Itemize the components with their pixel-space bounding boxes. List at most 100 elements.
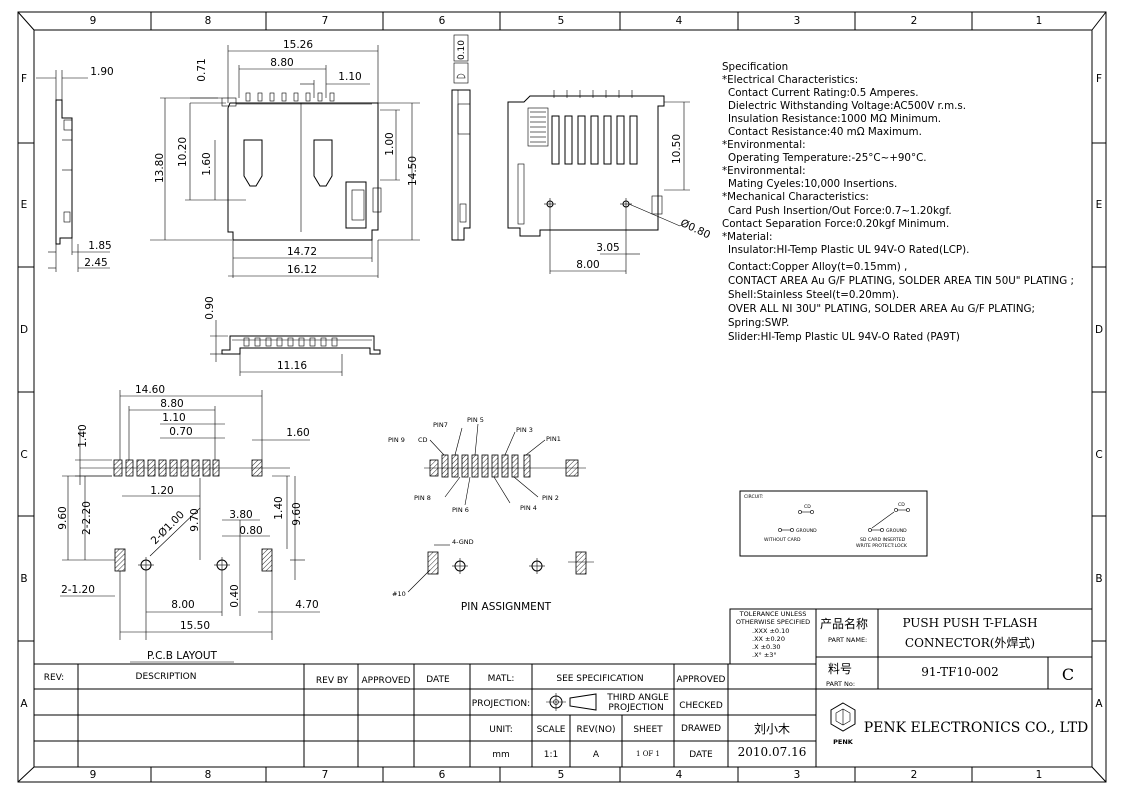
zone-left-A: A [20,698,28,710]
part-no-cn: 料号 [828,662,852,676]
gnd-label: 4-GND [452,538,474,546]
zone-left-C: C [20,449,27,461]
zone-bottom-4: 4 [676,769,683,781]
dim-top-16.12: 16.12 [287,264,317,276]
dim-pcb-0.70: 0.70 [169,426,192,438]
zone-top-7: 7 [322,15,329,27]
front-view: 0.90 11.16 [204,296,381,376]
zone-top-4: 4 [676,15,683,27]
zone-bottom-1: 1 [1036,769,1043,781]
spec-line-15: Contact:Copper Alloy(t=0.15mm) , [728,261,907,273]
date-label: DATE [689,750,713,760]
zone-bottom-2: 2 [911,769,918,781]
spec-line-4: Insulation Resistance:1000 MΩ Minimum. [728,113,941,125]
dim-top-14.50: 14.50 [407,156,419,186]
scale-value: 1:1 [544,750,558,760]
drawed-label: DRAWED [681,724,721,734]
description-header: DESCRIPTION [136,672,197,682]
revision-letter: C [1062,665,1074,684]
zone-left-F: F [21,73,27,85]
circuit-inserted-1: SD CARD INSERTED [860,537,906,543]
zone-bottom-3: 3 [794,769,801,781]
dim-rear-10.50: 10.50 [671,134,683,164]
checked-label: CHECKED [679,701,723,711]
rev-by-header: REV BY [316,676,349,686]
top-view: 15.26 8.80 1.10 0.71 13.80 10.20 1.60 1.… [150,39,420,278]
pcb-layout: 14.60 8.80 1.10 0.70 1.40 1.60 1.20 9.60… [57,384,320,663]
date-value: 2010.07.16 [738,745,807,759]
third-angle-line-2: PROJECTION [608,703,663,713]
zone-top-6: 6 [439,15,446,27]
zone-top-8: 8 [205,15,212,27]
part-no-value: 91-TF10-002 [921,665,998,679]
dim-top-1.60: 1.60 [201,152,213,175]
zone-right-B: B [1095,573,1102,585]
spec-line-20: Slider:HI-Temp Plastic UL 94V-O Rated (P… [728,331,960,343]
circuit-title: CIRCUIT: [744,494,764,500]
spec-line-3: Dielectric Withstanding Voltage:AC500V r… [728,100,966,112]
dim-pcb-8.80: 8.80 [160,398,183,410]
circuit-cd-1: CD [804,504,811,510]
spec-line-7: Operating Temperature:-25°C~+90°C. [728,152,927,164]
dim-top-14.72: 14.72 [287,246,317,258]
pcb-layout-label: P.C.B LAYOUT [147,650,217,662]
sheet-label: SHEET [633,725,663,735]
title-block: TOLERANCE UNLESS OTHERWISE SPECIFIED .XX… [33,608,1093,768]
tolerance-title-1: TOLERANCE UNLESS [739,610,807,618]
part-name-cn: 产品名称 [820,616,868,631]
date-header: DATE [426,675,450,685]
spec-line-16: CONTACT AREA Au G/F PLATING, SOLDER AREA… [728,275,1074,287]
part-no-label: PART No: [826,680,855,688]
circuit-without-card: WITHOUT CARD [764,537,801,543]
dim-pcb-0.40: 0.40 [229,584,241,607]
dim-top-1.00: 1.00 [384,132,396,155]
zone-right-E: E [1096,199,1103,211]
dim-pcb-1.60: 1.60 [286,427,309,439]
approved-header: APPROVED [362,676,411,686]
pin-4-label: PIN 4 [520,504,537,512]
dim-pcb-2-2.20: 2-2.20 [81,501,93,535]
zone-bottom-8: 8 [205,769,212,781]
dim-top-1.10: 1.10 [338,71,361,83]
spec-line-19: Spring:SWP. [728,317,789,329]
part-name-label: PART NAME: [828,636,867,644]
dim-pcb-9.70: 9.70 [189,508,201,531]
circuit-ground-2: GROUND [886,528,907,534]
sheet-value: 1 OF 1 [636,750,660,758]
part-name-line-2: CONNECTOR(外焊式) [905,635,1035,650]
third-angle-projection-icon [546,693,597,711]
dim-pcb-3.80: 3.80 [229,509,252,521]
pin-9-label: PIN 9 [388,436,405,444]
unit-value: mm [492,750,510,760]
tolerance-xx: .XX ±0.20 [752,635,785,643]
penk-logo-icon [830,702,856,732]
hash10-label: #10 [392,590,406,598]
spec-line-9: Mating Cyeles:10,000 Insertions. [728,178,897,190]
rev-no-label: REV(NO) [577,725,616,735]
part-name-line-1: PUSH PUSH T-FLASH [902,616,1037,630]
spec-line-10: *Mechanical Characteristics: [722,191,869,203]
dim-top-13.80: 13.80 [154,153,166,183]
zone-left-B: B [20,573,27,585]
pin-5-label: PIN 5 [467,416,484,424]
spec-line-1: *Electrical Characteristics: [722,74,858,86]
dim-rear-8.00: 8.00 [576,259,599,271]
dim-pcb-8.00: 8.00 [171,599,194,611]
pin-cd-label: CD [418,436,428,444]
dim-pcb-14.60: 14.60 [135,384,165,396]
zone-right-D: D [1095,324,1103,336]
spec-line-2: Contact Current Rating:0.5 Amperes. [728,87,919,99]
dim-top-8.80: 8.80 [270,57,293,69]
dim-pcb-1.20: 1.20 [150,485,173,497]
spec-line-8: *Environmental: [722,165,806,177]
third-angle-line-1: THIRD ANGLE [606,693,669,703]
zone-left-D: D [20,324,28,336]
scale-label: SCALE [537,725,566,735]
zone-top-3: 3 [794,15,801,27]
matl-label: MATL: [488,674,515,684]
spec-line-13: *Material: [722,231,772,243]
approved-label: APPROVED [677,675,726,685]
pin-assignment-label: PIN ASSIGNMENT [461,601,552,613]
dim-side-1.85: 1.85 [88,240,111,252]
pin-3-label: PIN 3 [516,426,533,434]
